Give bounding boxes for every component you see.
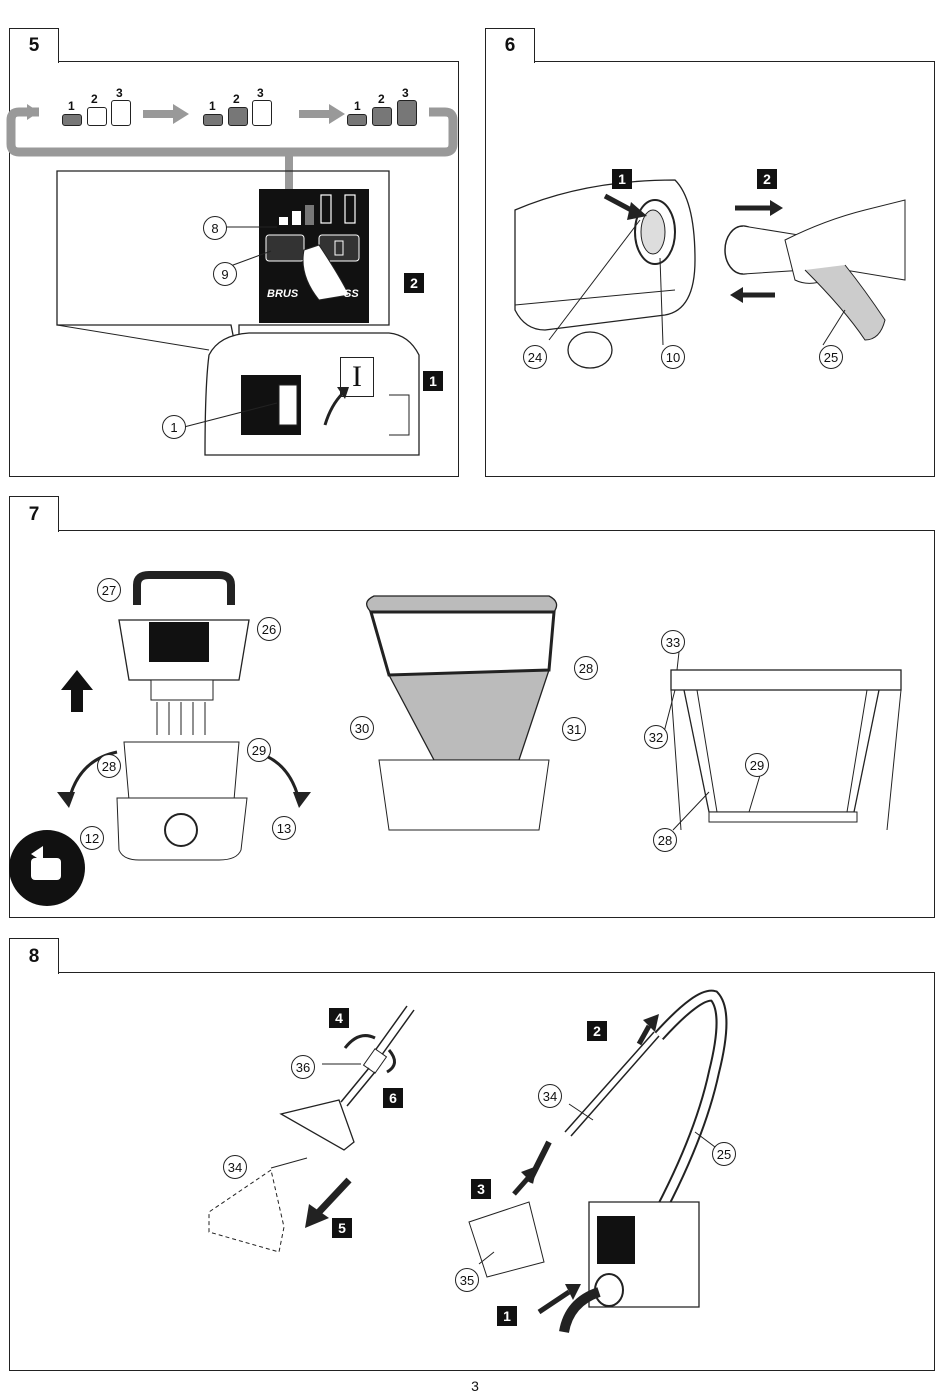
callout-36: 36 (291, 1055, 315, 1079)
level-label: 3 (257, 86, 264, 100)
level-label: 1 (354, 99, 361, 113)
level-label: 3 (116, 86, 123, 100)
callout-28: 28 (97, 754, 121, 778)
filter-bag-illustration (9, 571, 902, 906)
callout-29: 29 (745, 753, 769, 777)
level-2-indicator (87, 107, 107, 126)
callout-24: 24 (523, 345, 547, 369)
level-2-indicator (372, 107, 392, 126)
level-2-indicator (228, 107, 248, 126)
figure-6-tab: 6 (485, 28, 535, 63)
callout-34: 34 (538, 1084, 562, 1108)
step-6-marker: 6 (383, 1088, 403, 1108)
callout-29: 29 (247, 738, 271, 762)
figure-7-number: 7 (28, 503, 40, 525)
callout-8: 8 (203, 216, 227, 240)
level-1-indicator (62, 114, 82, 126)
level-label: 2 (233, 92, 240, 106)
mode-cycle-diagram (6, 104, 458, 192)
level-label: 1 (209, 99, 216, 113)
figure-8-tab: 8 (9, 938, 59, 974)
hose-connection-illustration (514, 179, 906, 369)
callout-30: 30 (350, 716, 374, 740)
level-3-indicator (397, 100, 417, 126)
callout-25: 25 (712, 1142, 736, 1166)
level-1-indicator (203, 114, 223, 126)
step-1-marker: 1 (612, 169, 632, 189)
callout-13: 13 (272, 816, 296, 840)
callout-31: 31 (562, 717, 586, 741)
callout-33: 33 (661, 630, 685, 654)
power-on-symbol: I (340, 357, 374, 397)
callout-32: 32 (644, 725, 668, 749)
step-5-marker: 5 (332, 1218, 352, 1238)
step-2-marker: 2 (757, 169, 777, 189)
control-panel-zoom: BRUS SS (56, 170, 420, 456)
figure-8-number: 8 (28, 945, 40, 967)
step-4-marker: 4 (329, 1008, 349, 1028)
callout-28: 28 (574, 656, 598, 680)
callout-25: 25 (819, 345, 843, 369)
callout-9: 9 (213, 262, 237, 286)
callout-1: 1 (162, 415, 186, 439)
figure-8-panel (9, 972, 935, 1371)
figure-5-number: 5 (28, 35, 40, 56)
level-3-indicator (111, 100, 131, 126)
level-label: 2 (91, 92, 98, 106)
figure-5-tab: 5 (9, 28, 59, 63)
figure-7-tab: 7 (9, 496, 59, 532)
callout-26: 26 (257, 617, 281, 641)
step-1-marker: 1 (423, 371, 443, 391)
callout-27: 27 (97, 578, 121, 602)
callout-34: 34 (223, 1155, 247, 1179)
switch-symbol-text: I (352, 360, 362, 393)
step-2-marker: 2 (404, 273, 424, 293)
callout-35: 35 (455, 1268, 479, 1292)
level-label: 1 (68, 99, 75, 113)
step-3-marker: 3 (471, 1179, 491, 1199)
svg-text:SS: SS (344, 288, 359, 300)
level-3-indicator (252, 100, 272, 126)
step-1-marker: 1 (497, 1306, 517, 1326)
level-label: 2 (378, 92, 385, 106)
accessory-assembly-illustration (208, 989, 728, 1334)
page-number: 3 (471, 1378, 479, 1394)
level-1-indicator (347, 114, 367, 126)
callout-10: 10 (661, 345, 685, 369)
level-label: 3 (402, 86, 409, 100)
figure-6-number: 6 (504, 35, 516, 56)
svg-text:BRUS: BRUS (267, 288, 299, 300)
step-2-marker: 2 (587, 1021, 607, 1041)
callout-28: 28 (653, 828, 677, 852)
callout-12: 12 (80, 826, 104, 850)
